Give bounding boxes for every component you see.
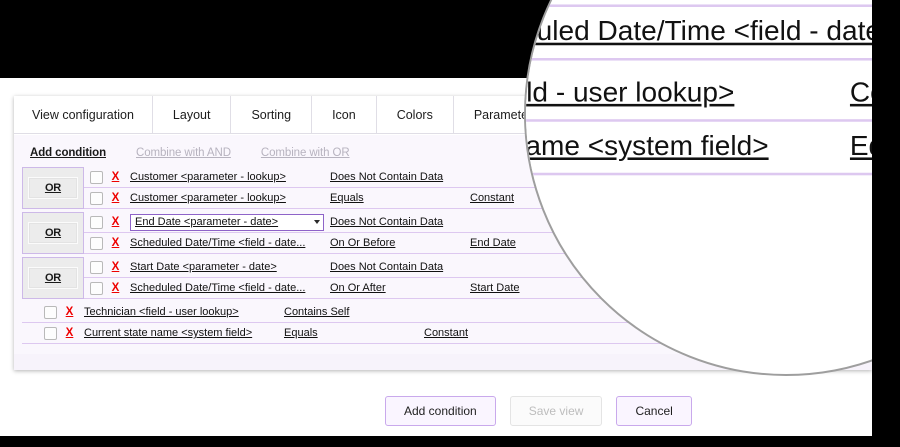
row-field[interactable]: Start Date <parameter - date> [130,261,277,273]
condition-group: OR X Start Date <parameter - date> Does … [22,257,864,299]
combine-with-and-link[interactable]: Combine with AND [136,147,231,159]
condition-group: OR X Start Date <parameter - date> Does … [524,0,900,61]
row-value[interactable]: Start Date [470,282,520,294]
condition-row[interactable]: X Current state name <system field> Equa… [22,323,864,344]
delete-row-icon[interactable]: X [111,216,120,228]
row-value[interactable]: Constant [424,327,469,339]
add-condition-link[interactable]: Add condition [30,147,106,159]
magnifier-content: OR X Customer <parameter - lookup> Does … [524,0,900,176]
chevron-down-icon [314,220,320,224]
tab-label: View configuration [32,107,134,122]
delete-row-icon[interactable]: X [65,327,74,339]
tab-sorting[interactable]: Sorting [231,96,313,133]
delete-row-icon[interactable]: X [111,237,120,249]
condition-row: X Scheduled Date/Time <field - date... O… [524,7,900,61]
save-view-button: Save view [509,396,603,426]
row-operator[interactable]: Does Not Contain Data [330,171,444,183]
row-checkbox[interactable] [90,260,103,274]
group-rows: X Start Date <parameter - date> Does Not… [84,257,864,299]
condition-row[interactable]: X Scheduled Date/Time <field - date... O… [84,278,864,299]
tab-label: Parameters [473,107,539,122]
tab-view-configuration[interactable]: View configuration [14,96,153,133]
tab-label: Sorting [251,107,292,122]
dialog-action-buttons: Add condition Save view Cancel [385,396,692,426]
row-field[interactable]: Current state name <system field> [84,327,253,339]
row-checkbox[interactable] [90,215,103,229]
row-field[interactable]: Scheduled Date/Time <field - date... [130,237,306,249]
group-operator-button[interactable]: OR [27,177,79,199]
row-field[interactable]: Customer <parameter - lookup> [130,171,286,183]
delete-row-icon[interactable]: X [111,261,120,273]
tab-layout[interactable]: Layout [152,96,232,133]
group-operator-button[interactable]: OR [27,222,79,244]
row-checkbox[interactable] [90,170,103,184]
group-operator-cell[interactable]: OR [22,212,84,254]
row-field[interactable]: Customer <parameter - lookup> [130,192,286,204]
row-operator[interactable]: Equals [284,327,318,339]
row-operator[interactable]: Equals [330,192,364,204]
group-rows: X Customer <parameter - lookup> Does Not… [84,167,864,209]
row-field: Scheduled Date/Time <field - date... [524,17,900,48]
row-field[interactable]: Scheduled Date/Time <field - date... [130,282,306,294]
condition-row[interactable]: X End Date <parameter - date> Does Not C… [84,212,864,233]
cancel-button[interactable]: Cancel [616,396,692,426]
row-operator[interactable]: On Or Before [330,237,396,249]
row-field: Current state name <system field> [525,131,769,163]
row-checkbox[interactable] [90,236,103,250]
backdrop-top [0,0,524,78]
condition-row[interactable]: X Technician <field - user lookup> Conta… [22,302,864,323]
tab-label: Layout [172,107,211,122]
condition-row: X Technician <field - user lookup> Conta… [526,68,900,122]
backdrop-right [872,0,900,447]
row-checkbox[interactable] [44,305,57,319]
condition-action-bar: Add condition Combine with AND Combine w… [14,135,872,167]
conditions-list: OR X Customer <parameter - lookup> Does … [14,167,872,354]
condition-row[interactable]: X Scheduled Date/Time <field - date... O… [84,233,864,254]
row-operator[interactable]: Contains Self [284,306,350,318]
add-condition-button[interactable]: Add condition [385,396,496,426]
condition-row: X Current state name <system field> Equa… [525,122,900,176]
condition-row: X Start Date <parameter - date> Does Not… [526,0,900,8]
group-operator-cell[interactable]: OR [22,167,84,209]
group-operator-button[interactable]: OR [27,267,79,289]
row-field: End Date <parameter - date> [135,216,279,228]
row-value[interactable]: End Date [470,237,516,249]
row-operator[interactable]: Does Not Contain Data [330,216,444,228]
delete-row-icon[interactable]: X [111,192,120,204]
condition-row[interactable]: X Customer <parameter - lookup> Does Not… [84,167,864,188]
row-checkbox[interactable] [44,326,57,340]
group-rows: X End Date <parameter - date> Does Not C… [84,212,864,254]
condition-group: OR X End Date <parameter - date> Does No… [22,212,864,254]
tab-icon[interactable]: Icon [312,96,377,133]
condition-row[interactable]: X Start Date <parameter - date> Does Not… [84,257,864,278]
delete-row-icon[interactable]: X [111,171,120,183]
row-checkbox[interactable] [90,191,103,205]
row-field[interactable]: Technician <field - user lookup> [84,306,239,318]
combine-with-or-link[interactable]: Combine with OR [260,147,350,159]
group-operator-cell[interactable]: OR [22,257,84,299]
tab-colors[interactable]: Colors [376,96,454,133]
dialog-footer-strip [14,354,872,370]
tab-label: Colors [396,107,433,122]
delete-row-icon[interactable]: X [111,282,120,294]
condition-row[interactable]: X Customer <parameter - lookup> Equals C… [84,188,864,209]
field-select[interactable]: End Date <parameter - date> [130,213,324,231]
row-checkbox[interactable] [90,281,103,295]
tab-label: Icon [332,107,356,122]
row-operator[interactable]: Does Not Contain Data [330,261,444,273]
row-operator[interactable]: On Or After [330,282,386,294]
backdrop-bottom [0,436,900,447]
delete-row-icon[interactable]: X [65,306,74,318]
condition-group: OR X Customer <parameter - lookup> Does … [22,167,864,209]
row-field: Technician <field - user lookup> [526,78,735,109]
row-value[interactable]: Constant [470,192,515,204]
